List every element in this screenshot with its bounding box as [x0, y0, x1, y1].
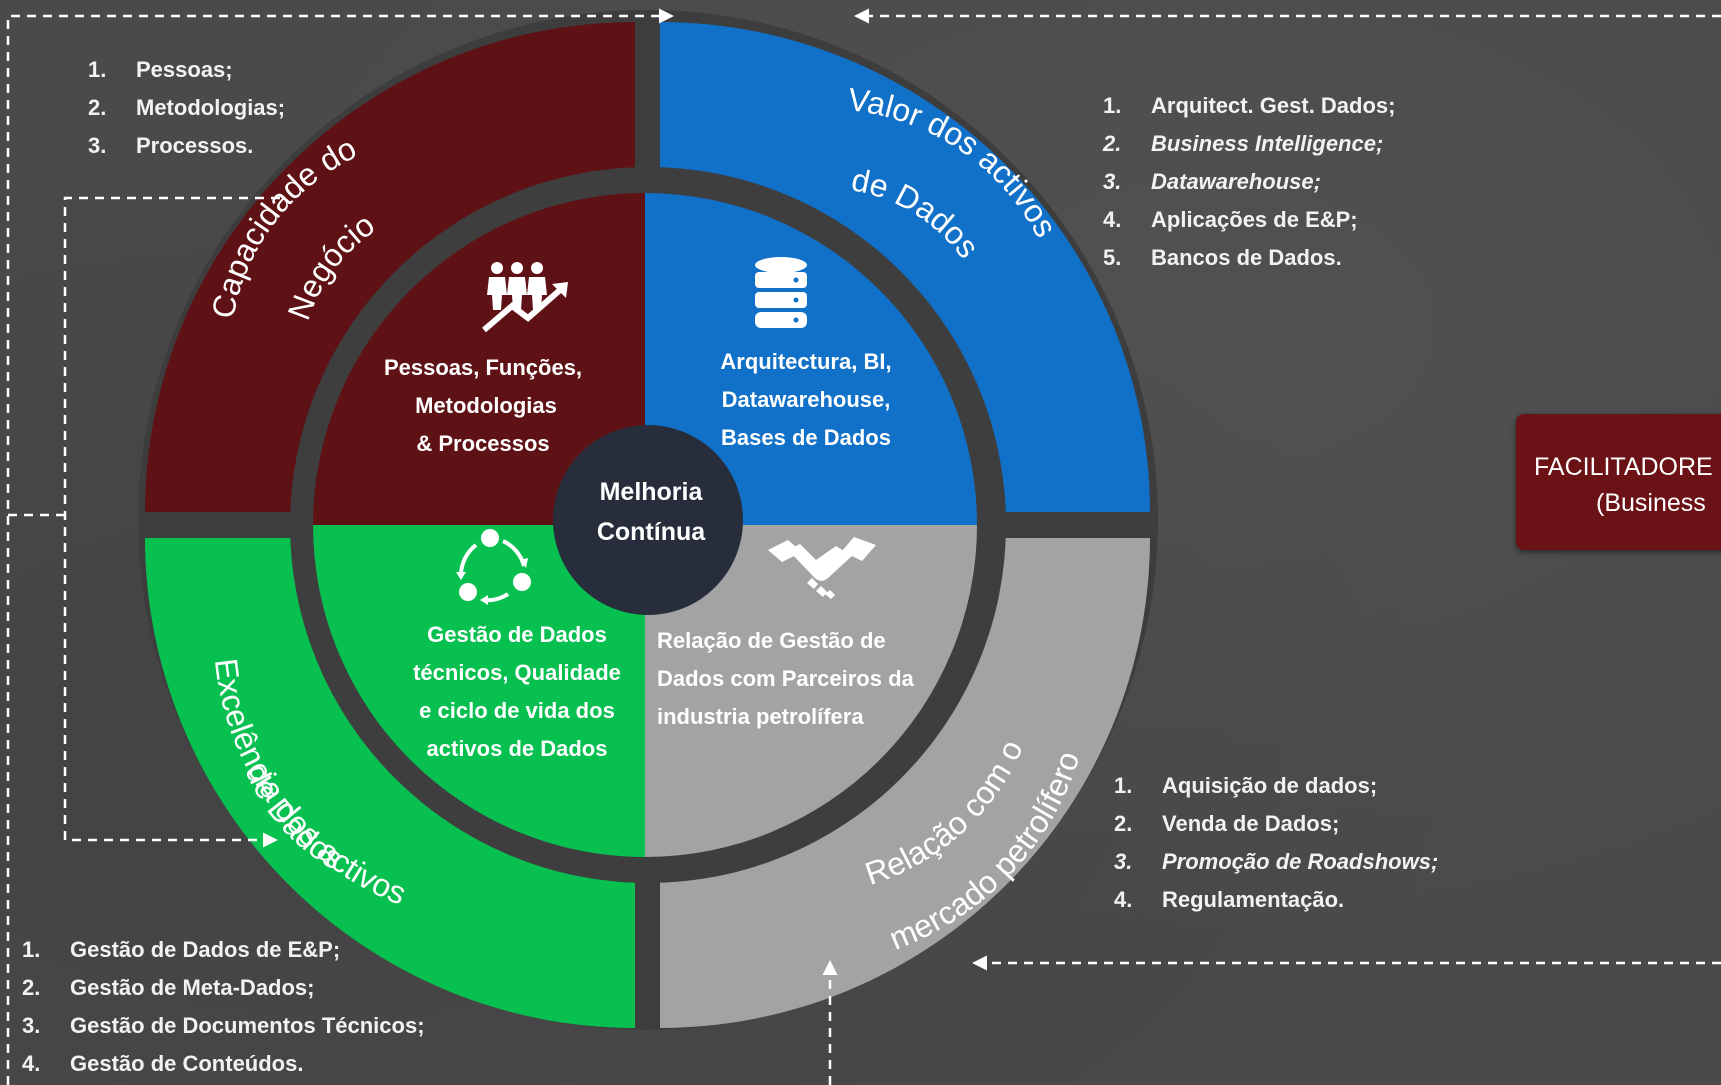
list-item: 1.Arquitect. Gest. Dados; [1103, 93, 1396, 118]
list-item: 2.Business Intelligence; [1103, 131, 1384, 156]
center-circle [553, 425, 743, 615]
capacidade-inner-line1: Pessoas, Funções, [384, 355, 582, 380]
database-icon [755, 257, 807, 328]
quadrant-excelencia-inner [313, 525, 645, 857]
list-item: 4.Regulamentação. [1114, 887, 1345, 912]
relacao-list: 1.Aquisição de dados; 2.Venda de Dados; … [1114, 767, 1438, 919]
facilitadores-line2: (Business [1596, 489, 1706, 517]
excelencia-inner-line1: Gestão de Dados [427, 622, 607, 647]
excelencia-list: 1.Gestão de Dados de E&P; 2.Gestão de Me… [22, 931, 425, 1083]
excelencia-inner-line4: activos de Dados [427, 736, 608, 761]
valor-inner-line2: Datawarehouse, [722, 387, 891, 412]
list-item: 1.Aquisição de dados; [1114, 773, 1378, 798]
list-item: 3.Promoção de Roadshows; [1114, 849, 1439, 874]
center-label-line1: Melhoria [600, 478, 704, 506]
connector-left-loop [63, 196, 280, 848]
list-item: 3.Processos. [88, 133, 254, 158]
list-item: 1.Gestão de Dados de E&P; [22, 937, 341, 962]
connector-top-left [6, 8, 674, 1085]
relacao-inner-line2: Dados com Parceiros da [657, 666, 915, 691]
list-item: 5.Bancos de Dados. [1103, 245, 1342, 270]
cycle-icon [456, 529, 531, 605]
facilitadores-line1: FACILITADORE [1534, 453, 1713, 481]
list-item: 2.Venda de Dados; [1114, 811, 1340, 836]
list-item: 3.Datawarehouse; [1103, 169, 1321, 194]
list-item: 4.Gestão de Conteúdos. [22, 1051, 304, 1076]
excelencia-inner-line3: e ciclo de vida dos [419, 698, 615, 723]
relacao-inner-line3: industria petrolífera [657, 704, 864, 729]
relacao-inner-line1: Relação de Gestão de [657, 628, 886, 653]
valor-list: 1.Arquitect. Gest. Dados; 2.Business Int… [1103, 87, 1395, 277]
capacidade-inner-line3: & Processos [416, 431, 549, 456]
facilitadores-box: FACILITADORE (Business [1516, 414, 1721, 550]
people-growth-icon [482, 262, 568, 333]
list-item: 3.Gestão de Documentos Técnicos; [22, 1013, 425, 1038]
capacidade-list: 1.Pessoas; 2.Metodologias; 3.Processos. [88, 51, 285, 165]
excelencia-inner-line2: técnicos, Qualidade [413, 660, 621, 685]
list-item: 2.Metodologias; [88, 95, 286, 120]
list-item: 1.Pessoas; [88, 57, 233, 82]
valor-inner-line1: Arquitectura, BI, [720, 349, 891, 374]
quadrant-relacao-inner [645, 525, 977, 857]
capacidade-inner-line2: Metodologias [415, 393, 557, 418]
quadrant-capacidade-inner [313, 193, 645, 525]
handshake-icon [768, 537, 876, 599]
list-item: 4.Aplicações de E&P; [1103, 207, 1358, 232]
quadrant-valor-inner [645, 193, 977, 525]
list-item: 2.Gestão de Meta-Dados; [22, 975, 315, 1000]
center-label-line2: Contínua [597, 518, 706, 546]
valor-inner-line3: Bases de Dados [721, 425, 891, 450]
